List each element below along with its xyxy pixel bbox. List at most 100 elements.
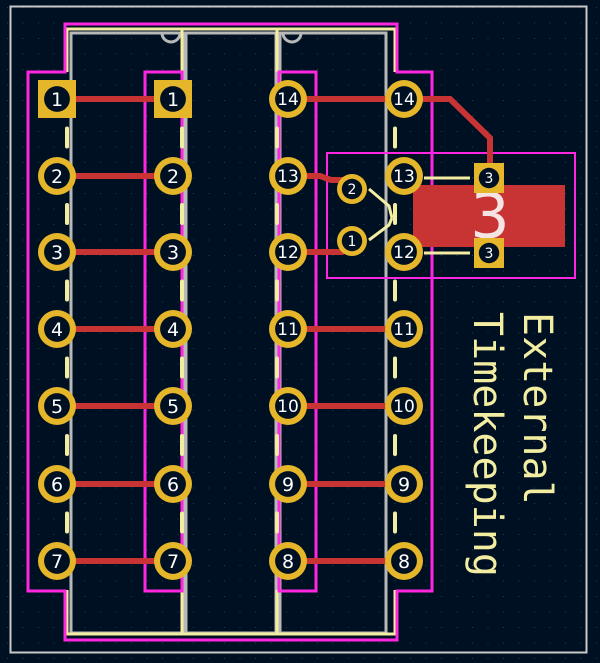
pad-dip-right-outer-11[interactable]: 11 (385, 310, 423, 348)
pad-number: 8 (398, 551, 410, 573)
pad-number: 1 (348, 234, 357, 250)
pad-number: 7 (51, 551, 63, 573)
label-external: External (514, 312, 560, 505)
pad-dip-right-outer-9[interactable]: 9 (385, 465, 423, 503)
pad-number: 9 (398, 474, 410, 496)
track (404, 96, 493, 178)
pad-dip-right-outer-14[interactable]: 14 (385, 80, 423, 118)
pad-connector-3[interactable]: 3 (474, 238, 504, 268)
pad-hole (275, 163, 301, 189)
pad-hole (391, 548, 417, 574)
pad-hole (160, 239, 186, 265)
pad-hole (44, 163, 70, 189)
pad-number: 1 (51, 89, 63, 111)
pad-dip-right-inner-11[interactable]: 11 (269, 310, 307, 348)
pads: 1234567123456714131211109814131211109821… (38, 80, 504, 580)
pad-hole (341, 178, 363, 200)
pad-dip-left-outer-2[interactable]: 2 (38, 157, 76, 195)
label-timekeeping: Timekeeping (464, 312, 510, 577)
pad-crystal-1[interactable]: 1 (337, 226, 367, 256)
crystal-courtyard (326, 152, 576, 279)
pad-dip-right-outer-13[interactable]: 13 (385, 157, 423, 195)
pad-dip-right-outer-12[interactable]: 12 (385, 233, 423, 271)
pad-hole (391, 393, 417, 419)
pad-dip-right-inner-13[interactable]: 13 (269, 157, 307, 195)
pad-dip-right-inner-12[interactable]: 12 (269, 233, 307, 271)
pad-hole (275, 548, 301, 574)
pad-number: 9 (282, 474, 294, 496)
silkscreen-outline (65, 27, 397, 636)
pad-dip-right-outer-10[interactable]: 10 (385, 387, 423, 425)
pad-number: 6 (167, 474, 179, 496)
pad-hole (160, 393, 186, 419)
pad-hole (391, 86, 417, 112)
pad-dip-left-outer-6[interactable]: 6 (38, 465, 76, 503)
board-edge (9, 5, 588, 654)
pad-hole (391, 316, 417, 342)
pad-dip-left-outer-5[interactable]: 5 (38, 387, 76, 425)
pad-number: 11 (277, 320, 299, 340)
pad-dip-left-inner-4[interactable]: 4 (154, 310, 192, 348)
pad-hole (44, 316, 70, 342)
pad-connector-3[interactable]: 3 (474, 163, 504, 193)
pad-hole (341, 230, 363, 252)
pad-hole (44, 548, 70, 574)
pad-dip-left-inner-1[interactable]: 1 (154, 80, 192, 118)
pad-number: 8 (282, 551, 294, 573)
pad-dip-right-inner-14[interactable]: 14 (269, 80, 307, 118)
pad-number: 3 (167, 242, 179, 264)
pad-dip-left-outer-4[interactable]: 4 (38, 310, 76, 348)
pad-dip-right-inner-10[interactable]: 10 (269, 387, 307, 425)
pad-hole (275, 471, 301, 497)
pad-hole (160, 471, 186, 497)
pad-dip-left-inner-3[interactable]: 3 (154, 233, 192, 271)
pad-hole (160, 86, 186, 112)
pad-hole (160, 548, 186, 574)
pad-hole (160, 316, 186, 342)
pad-hole (44, 471, 70, 497)
pad-dip-right-outer-8[interactable]: 8 (385, 542, 423, 580)
pad-number: 10 (393, 397, 415, 417)
pad-number: 1 (167, 89, 179, 111)
pad-number: 12 (277, 243, 299, 263)
pad-number: 2 (348, 182, 357, 198)
pad-hole (44, 86, 70, 112)
pad-dip-left-outer-1[interactable]: 1 (38, 80, 76, 118)
pad-number: 2 (167, 166, 179, 188)
pad-number: 4 (51, 319, 63, 341)
silkscreen-label: External Timekeeping (464, 312, 560, 577)
pad-number: 13 (277, 167, 299, 187)
pad-number: 4 (167, 319, 179, 341)
pad-hole (478, 242, 500, 264)
pad-number: 14 (277, 90, 299, 110)
pad-number: 5 (51, 396, 63, 418)
pad-dip-left-outer-7[interactable]: 7 (38, 542, 76, 580)
pad-hole (391, 471, 417, 497)
pad-dip-right-inner-9[interactable]: 9 (269, 465, 307, 503)
pad-number: 10 (277, 397, 299, 417)
pad-dip-left-inner-7[interactable]: 7 (154, 542, 192, 580)
pad-hole (275, 239, 301, 265)
pad-crystal-2[interactable]: 2 (337, 174, 367, 204)
pad-number: 3 (485, 171, 494, 187)
pad-dip-left-inner-2[interactable]: 2 (154, 157, 192, 195)
pad-number: 11 (393, 320, 415, 340)
pad-hole (44, 239, 70, 265)
pad-number: 13 (393, 167, 415, 187)
pad-dip-left-inner-6[interactable]: 6 (154, 465, 192, 503)
connector-copper-pad[interactable] (413, 185, 565, 247)
pad-hole (44, 393, 70, 419)
pad-hole (275, 393, 301, 419)
pad-hole (391, 239, 417, 265)
pad-dip-right-inner-8[interactable]: 8 (269, 542, 307, 580)
silk-dashes (65, 126, 397, 534)
pad-number: 12 (393, 243, 415, 263)
pad-hole (160, 163, 186, 189)
pad-number: 2 (51, 166, 63, 188)
pad-hole (391, 163, 417, 189)
pad-dip-left-outer-3[interactable]: 3 (38, 233, 76, 271)
pad-number: 5 (167, 396, 179, 418)
pad-dip-left-inner-5[interactable]: 5 (154, 387, 192, 425)
pad-number: 3 (485, 246, 494, 262)
